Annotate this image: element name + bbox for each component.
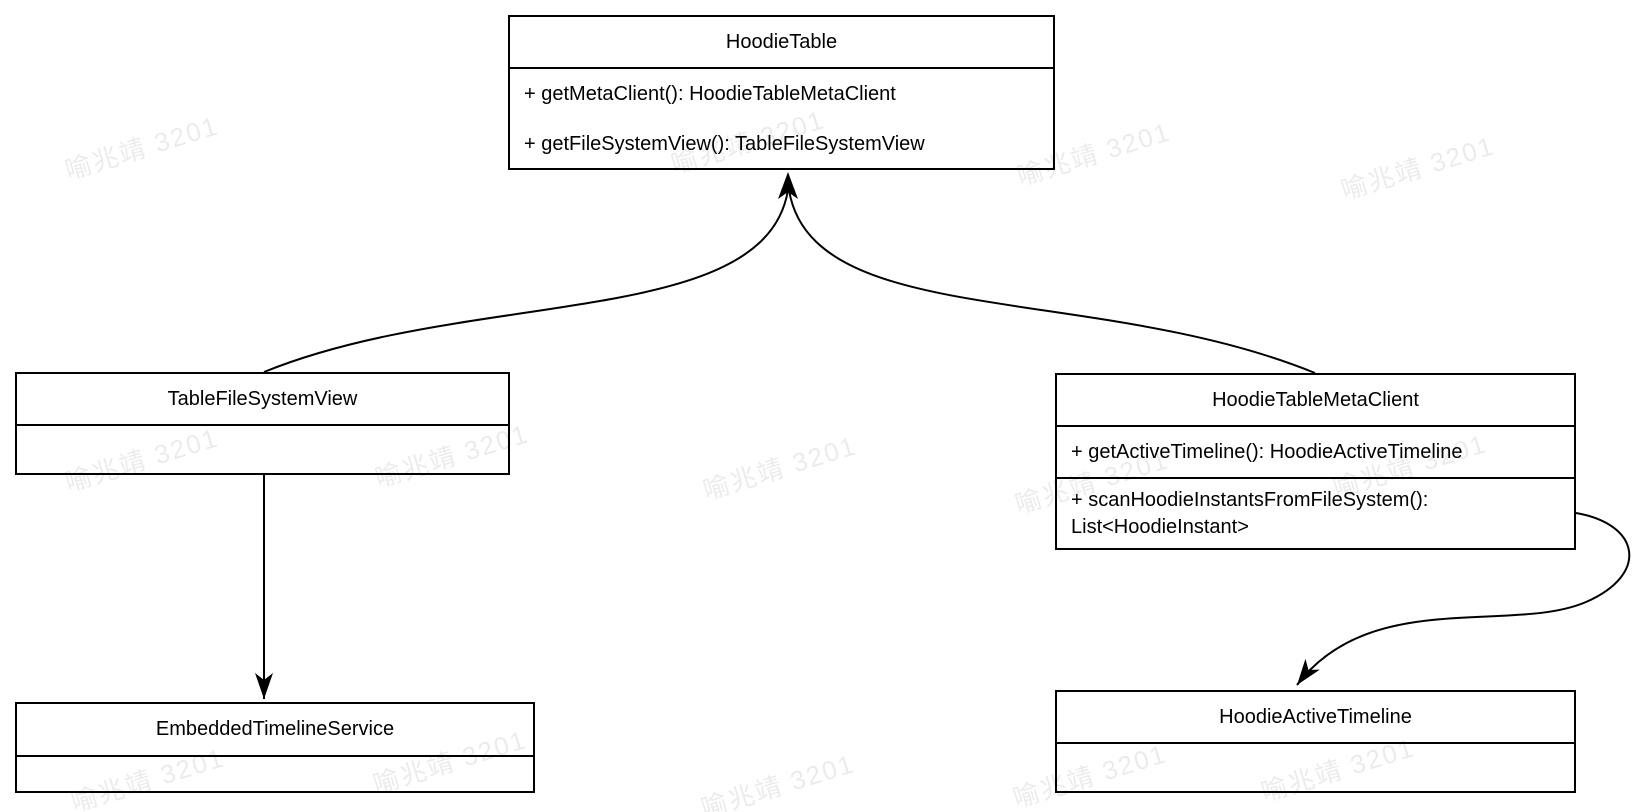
class-title: HoodieTable [725, 30, 838, 53]
edge-tablefilesystemview-to-hoodietable [263, 189, 789, 373]
class-title: HoodieActiveTimeline [1219, 705, 1412, 728]
class-box-hoodietablemetaclient: HoodieTableMetaClient + getActiveTimelin… [1055, 373, 1576, 550]
class-title: HoodieTableMetaClient [1212, 388, 1419, 411]
class-title: TableFileSystemView [167, 387, 358, 410]
edge-hoodietablemetaclient-to-hoodietable [788, 189, 1316, 374]
edge-hoodietablemetaclient-to-hoodieactivetimeline [1296, 512, 1631, 686]
class-box-hoodietable: HoodieTable + getMetaClient(): HoodieTab… [508, 15, 1055, 170]
methods-section: + getActiveTimeline(): HoodieActiveTimel… [1057, 425, 1574, 477]
arrowhead-up-icon [778, 172, 798, 199]
method-getactivetimeline: + getActiveTimeline(): HoodieActiveTimel… [1071, 440, 1463, 463]
method-scanhoodieinstants-line2: List<HoodieInstant> [1071, 515, 1249, 538]
empty-section [1057, 742, 1574, 791]
empty-section [17, 424, 508, 473]
method-getfilesystemview: + getFileSystemView(): TableFileSystemVi… [524, 132, 925, 155]
class-title: EmbeddedTimelineService [155, 718, 395, 740]
methods-section: + scanHoodieInstantsFromFileSystem(): Li… [1057, 477, 1574, 548]
method-scanhoodieinstants-line1: + scanHoodieInstantsFromFileSystem(): [1071, 488, 1429, 511]
class-box-embeddedtimelineservice: EmbeddedTimelineService [15, 702, 535, 793]
class-box-tablefilesystemview: TableFileSystemView [15, 372, 510, 475]
empty-section [17, 755, 533, 791]
methods-section: + getMetaClient(): HoodieTableMetaClient… [510, 67, 1053, 169]
method-getmetaclient: + getMetaClient(): HoodieTableMetaClient [524, 82, 896, 105]
class-box-hoodieactivetimeline: HoodieActiveTimeline [1055, 690, 1576, 793]
